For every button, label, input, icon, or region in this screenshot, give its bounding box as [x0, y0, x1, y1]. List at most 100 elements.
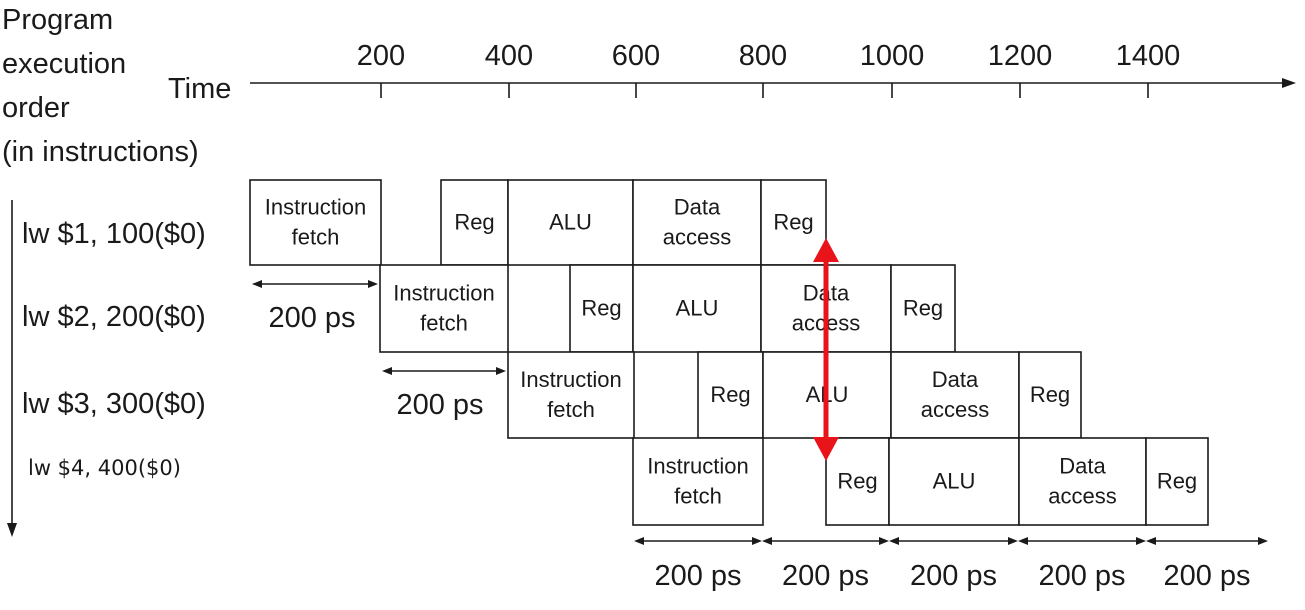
stage-box	[760, 179, 827, 266]
stage-reg: Reg	[697, 351, 764, 439]
duration-label: 200 ps	[782, 560, 869, 592]
stage-alu: ALU	[507, 179, 634, 266]
duration-arrow-left-head	[889, 537, 899, 545]
stage-label: access	[921, 397, 989, 422]
stage-reg: Reg	[440, 179, 509, 266]
y-axis-title-line: (in instructions)	[2, 136, 199, 168]
duration-label: 200 ps	[1163, 560, 1250, 592]
stage-label: fetch	[547, 397, 595, 422]
stage-label: Data	[674, 195, 721, 220]
stage-instruction-fetch: Instruction fetch	[379, 264, 509, 353]
stage-alu: ALU	[888, 437, 1020, 526]
time-tick-label: 1400	[1116, 40, 1181, 72]
stage-box	[569, 264, 634, 353]
stage-label: ALU	[933, 469, 976, 494]
duration-marker: 200 ps	[762, 537, 889, 592]
stage-label: Instruction	[265, 195, 367, 220]
duration-arrow-left-head	[1018, 537, 1028, 545]
duration-arrow-right-head	[496, 367, 506, 375]
duration-arrow-left-head	[634, 537, 644, 545]
y-axis-title-line: order	[2, 92, 70, 124]
order-axis-arrowhead	[7, 523, 17, 537]
stage-data-access: Data access	[1018, 437, 1147, 526]
stage-box	[249, 179, 382, 266]
time-tick-label: 600	[612, 40, 660, 72]
instruction-label: lw $2, 200($0)	[22, 301, 206, 333]
stage-box	[632, 264, 762, 353]
time-label: Time	[168, 73, 231, 105]
instruction-label: lw $4, 400($0)	[28, 456, 181, 480]
stage-label: fetch	[420, 311, 468, 336]
stage-box	[1018, 351, 1082, 439]
stage-reg: Reg	[890, 264, 956, 353]
stage-box	[697, 351, 764, 439]
y-axis-title-line: Program	[2, 4, 113, 36]
time-tick-label: 200	[357, 40, 405, 72]
stage-box	[1145, 437, 1209, 526]
stage-box	[632, 437, 764, 526]
stage-label: Reg	[710, 382, 750, 407]
hazard-arrow-top-head	[813, 238, 839, 262]
duration-marker: 200 ps	[634, 537, 762, 592]
stage-data-access: Data access	[890, 351, 1020, 439]
stage-label: Instruction	[393, 281, 495, 306]
stage-box	[379, 264, 509, 353]
stage-label: fetch	[674, 484, 722, 509]
stage-label: Data	[932, 367, 979, 392]
duration-label: 200 ps	[654, 560, 741, 592]
duration-label: 200 ps	[1038, 560, 1125, 592]
y-axis-title: Program execution order (in instructions…	[2, 4, 199, 168]
duration-arrow-left-head	[382, 367, 392, 375]
stage-label: access	[1048, 484, 1116, 509]
stage-label: Instruction	[520, 367, 622, 392]
hazard-arrow-bottom-head	[813, 437, 839, 461]
stage-label: Reg	[903, 296, 943, 321]
stage-label: Reg	[1030, 382, 1070, 407]
time-tick-label: 1200	[988, 40, 1053, 72]
stage-label: Reg	[837, 469, 877, 494]
duration-arrow-right-head	[1258, 537, 1268, 545]
duration-arrow-right-head	[752, 537, 762, 545]
time-tick-label: 400	[485, 40, 533, 72]
stage-box	[1018, 437, 1147, 526]
stage-alu: ALU	[632, 264, 762, 353]
stage-box	[632, 179, 762, 266]
duration-arrow-left-head	[252, 280, 262, 288]
stage-instruction-fetch: Instruction fetch	[507, 351, 635, 439]
stage-label: Reg	[454, 210, 494, 235]
instruction-label: lw $3, 300($0)	[22, 388, 206, 420]
duration-marker: 200 ps	[1018, 537, 1146, 592]
duration-marker: 200 ps	[252, 280, 378, 334]
stage-reg: Reg	[760, 179, 827, 266]
stage-label: ALU	[549, 210, 592, 235]
time-tick-label: 800	[739, 40, 787, 72]
stage-label: ALU	[676, 296, 719, 321]
stage-box	[507, 351, 635, 439]
y-axis-title-line: execution	[2, 48, 126, 80]
time-axis-arrowhead	[1282, 78, 1296, 88]
stage-reg: Reg	[1145, 437, 1209, 526]
duration-arrow-right-head	[879, 537, 889, 545]
duration-arrow-right-head	[368, 280, 378, 288]
duration-arrow-left-head	[1146, 537, 1156, 545]
duration-marker: 200 ps	[1146, 537, 1268, 592]
duration-label: 200 ps	[396, 389, 483, 421]
stage-box	[890, 264, 956, 353]
stage-box	[890, 351, 1020, 439]
stage-label: Data	[1059, 454, 1106, 479]
hazard-arrow	[813, 238, 839, 461]
stage-reg: Reg	[569, 264, 634, 353]
duration-label: 200 ps	[268, 302, 355, 334]
duration-marker: 200 ps	[889, 537, 1018, 592]
stage-box	[888, 437, 1020, 526]
duration-arrow-left-head	[762, 537, 772, 545]
duration-arrow-right-head	[1136, 537, 1146, 545]
